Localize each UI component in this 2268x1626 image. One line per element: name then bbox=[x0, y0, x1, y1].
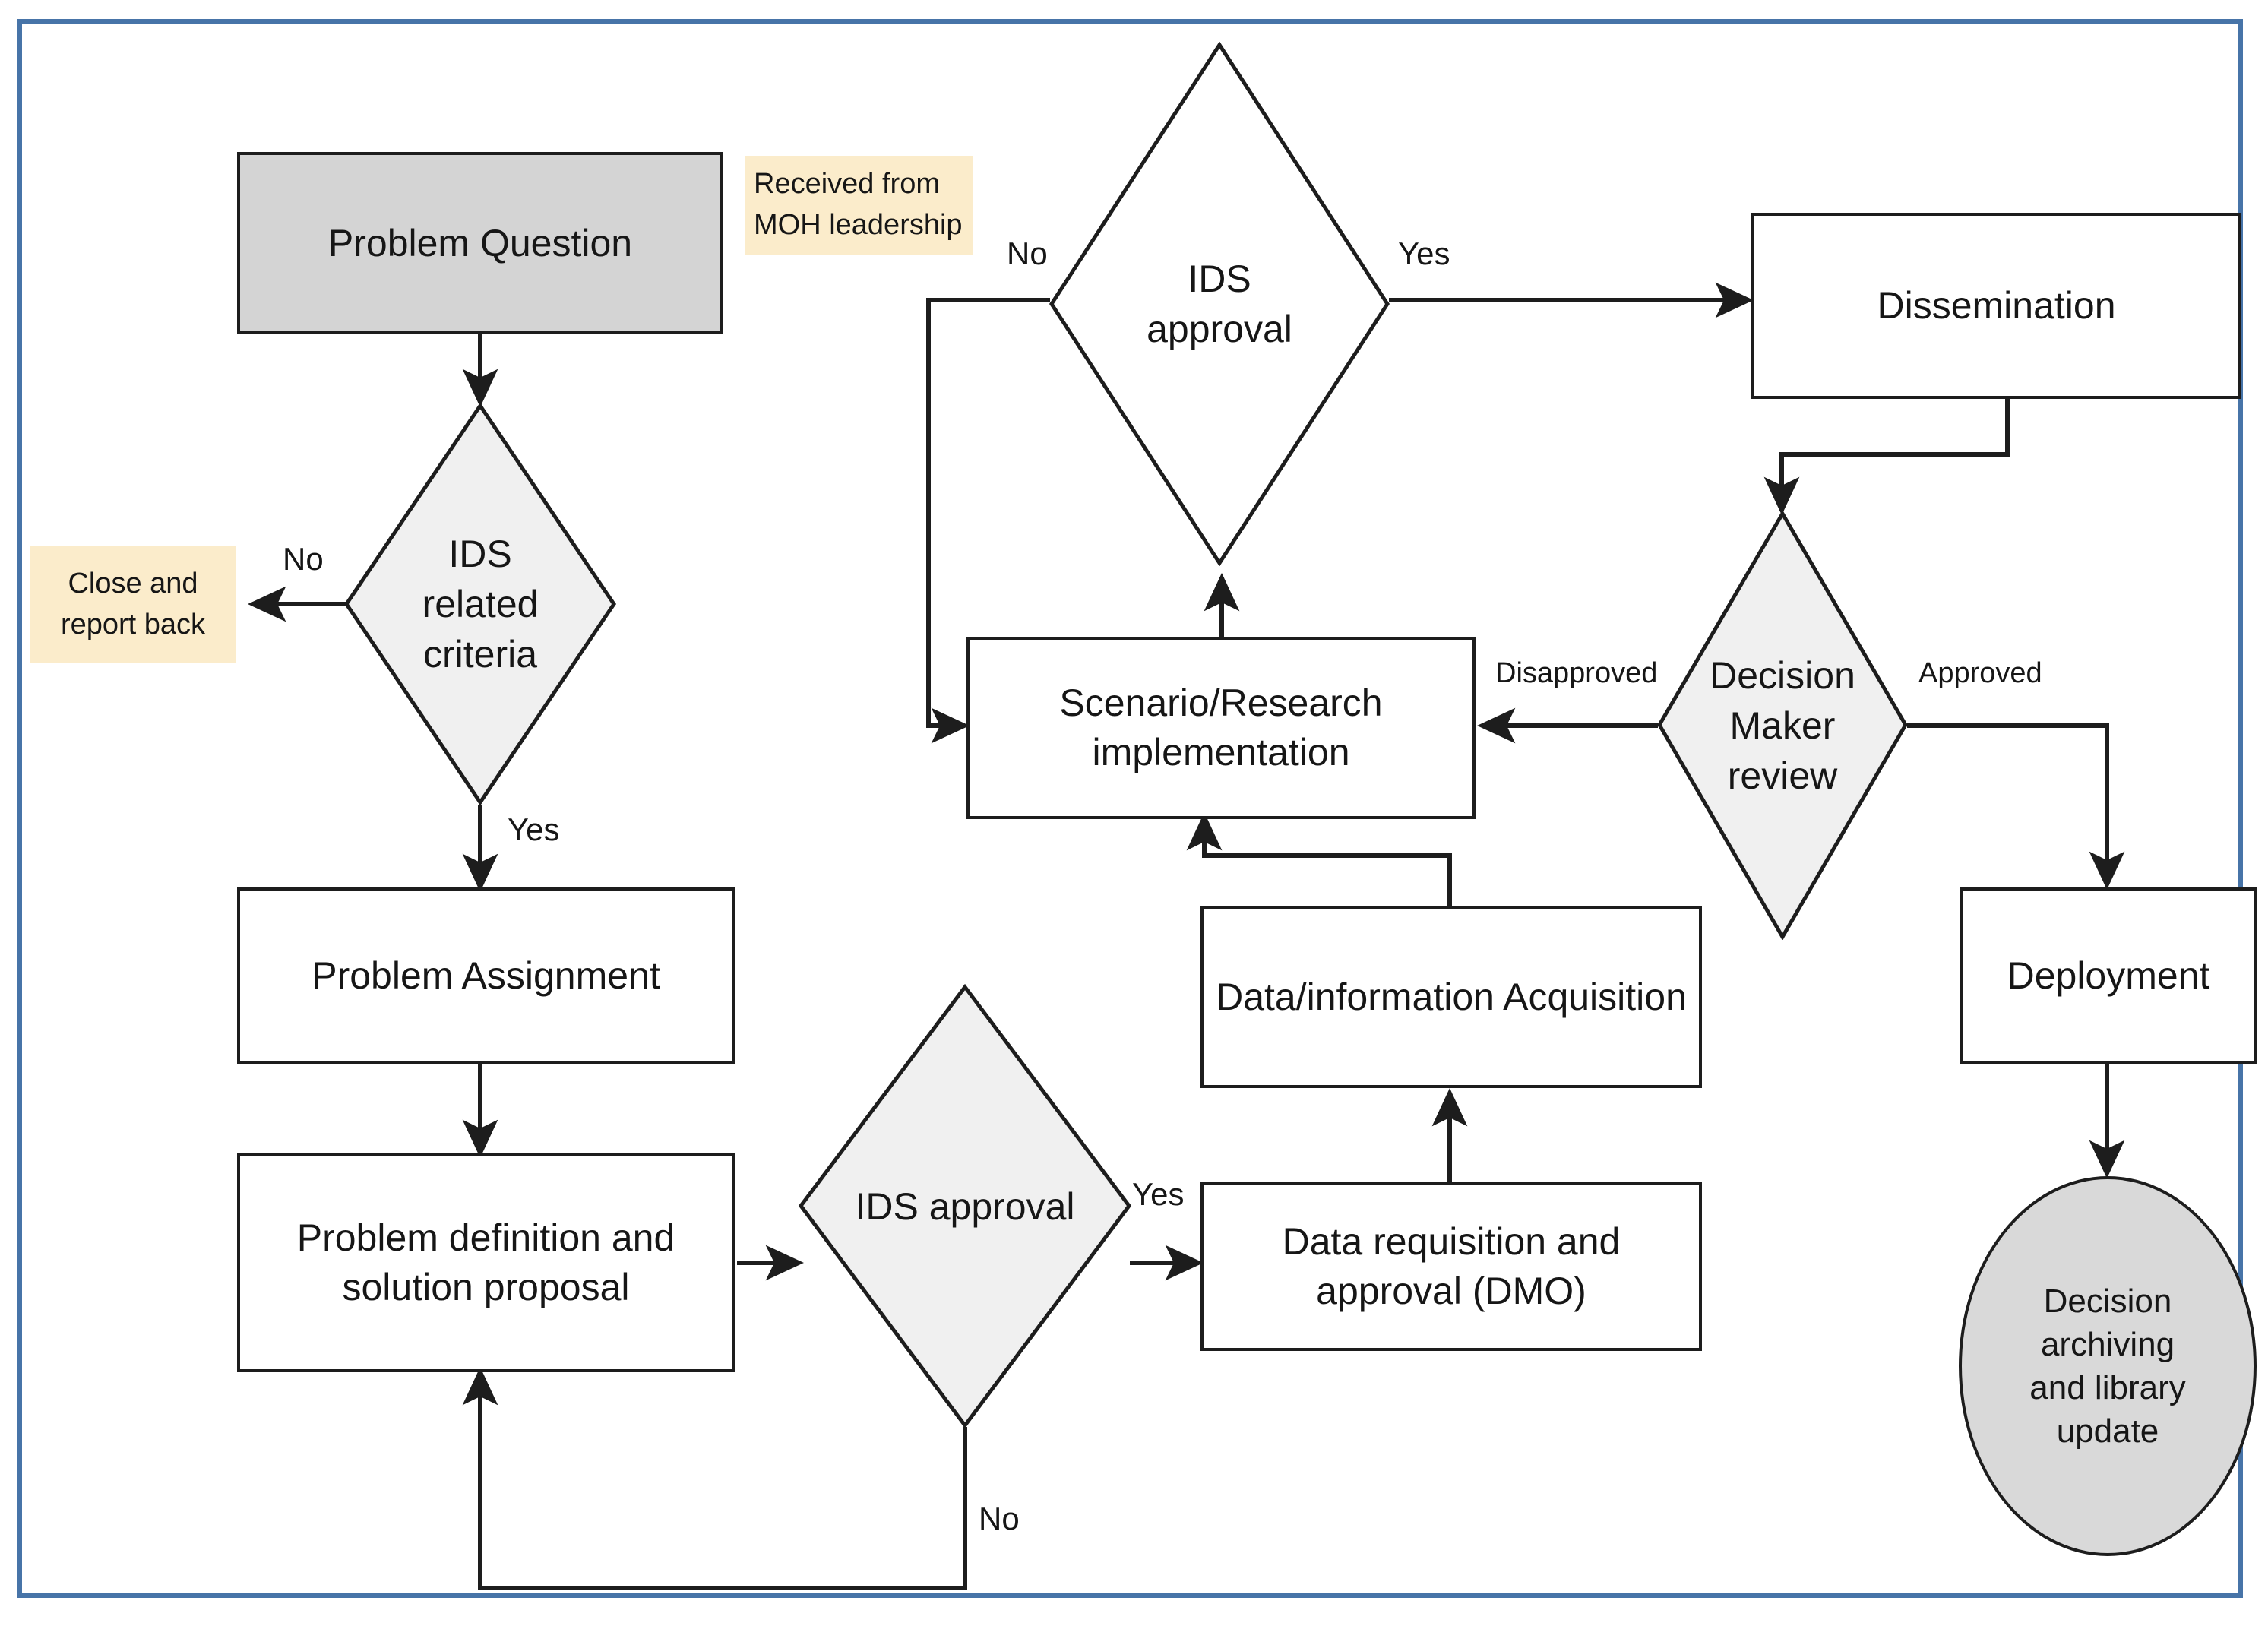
node-archiving-line-1: Decision bbox=[2043, 1282, 2172, 1320]
node-decision-maker-review[interactable]: Decision Maker review bbox=[1656, 511, 1909, 940]
node-archiving-line-3: and library bbox=[2029, 1369, 2186, 1406]
review-line-3: review bbox=[1727, 754, 1838, 797]
node-deployment[interactable]: Deployment bbox=[1960, 887, 2257, 1064]
criteria-line-3: criteria bbox=[422, 633, 538, 675]
node-archiving-line-4: update bbox=[2056, 1412, 2159, 1450]
node-ids-approval-lower[interactable]: IDS approval bbox=[798, 984, 1132, 1428]
upper-approval-line-1: IDS bbox=[1188, 258, 1251, 300]
edge-label-upper-approval-yes: Yes bbox=[1398, 236, 1450, 271]
node-archiving-line-2: archiving bbox=[2040, 1325, 2175, 1363]
node-data-requisition[interactable]: Data requisition and approval (DMO) bbox=[1200, 1182, 1702, 1351]
node-problem-definition[interactable]: Problem definition and solution proposal bbox=[237, 1153, 735, 1372]
review-line-1: Decision bbox=[1710, 653, 1855, 697]
review-line-2: Maker bbox=[1729, 704, 1836, 747]
node-ids-approval-lower-label: IDS approval bbox=[855, 1185, 1075, 1228]
node-problem-definition-line-1: Problem definition and bbox=[296, 1216, 675, 1259]
edge-label-criteria-yes: Yes bbox=[508, 811, 560, 847]
node-ids-approval-upper[interactable]: IDS approval bbox=[1049, 42, 1390, 566]
node-scenario-line-1: Scenario/Research bbox=[1059, 682, 1383, 724]
criteria-line-2: related bbox=[422, 583, 539, 625]
node-ids-related-criteria[interactable]: IDS related criteria bbox=[343, 403, 617, 805]
node-dissemination-label: Dissemination bbox=[1877, 284, 2116, 327]
node-decision-archiving[interactable]: Decision archiving and library update bbox=[1959, 1176, 2257, 1556]
node-problem-question-label: Problem Question bbox=[327, 221, 633, 264]
edge-label-lower-approval-yes: Yes bbox=[1132, 1176, 1185, 1212]
edge-label-review-disapproved: Disapproved bbox=[1495, 657, 1658, 689]
diamond-shape-ids-approval-lower bbox=[798, 984, 1132, 1428]
edge-label-lower-approval-no: No bbox=[979, 1501, 1020, 1536]
note-close-line-1: Close and bbox=[68, 567, 198, 599]
node-scenario-line-2: implementation bbox=[1092, 731, 1350, 773]
note-received-from-moh: Received from MOH leadership bbox=[745, 156, 973, 255]
edge-label-criteria-no: No bbox=[283, 541, 324, 577]
node-problem-assignment[interactable]: Problem Assignment bbox=[237, 887, 735, 1064]
node-data-requisition-line-2: approval (DMO) bbox=[1316, 1270, 1586, 1312]
node-problem-assignment-label: Problem Assignment bbox=[312, 954, 660, 997]
node-data-requisition-line-1: Data requisition and bbox=[1282, 1220, 1621, 1263]
node-problem-definition-line-2: solution proposal bbox=[342, 1266, 630, 1308]
upper-approval-line-2: approval bbox=[1147, 308, 1292, 350]
diamond-shape-criteria bbox=[343, 403, 617, 805]
node-ids-related-criteria-label: IDS related criteria bbox=[343, 403, 617, 805]
note-received-line-1: Received from bbox=[754, 168, 940, 201]
node-ids-approval-upper-label: IDS approval bbox=[1049, 42, 1390, 566]
edge-label-review-approved: Approved bbox=[1918, 657, 2042, 689]
diamond-shape-ids-approval-upper bbox=[1049, 42, 1390, 566]
node-data-acquisition-label: Data/information Acquisition bbox=[1216, 975, 1687, 1018]
criteria-line-1: IDS bbox=[448, 533, 512, 575]
note-close-line-2: report back bbox=[60, 608, 206, 641]
note-received-line-2: MOH leadership bbox=[754, 209, 963, 241]
node-data-acquisition[interactable]: Data/information Acquisition bbox=[1200, 906, 1702, 1088]
node-decision-maker-review-label: Decision Maker review bbox=[1656, 511, 1909, 940]
diamond-shape-decision-maker-review bbox=[1657, 511, 1908, 940]
node-deployment-label: Deployment bbox=[2007, 954, 2210, 997]
node-scenario-research[interactable]: Scenario/Research implementation bbox=[966, 637, 1476, 819]
edge-label-upper-approval-no: No bbox=[1007, 236, 1048, 271]
node-problem-question[interactable]: Problem Question bbox=[237, 152, 723, 334]
node-dissemination[interactable]: Dissemination bbox=[1751, 213, 2241, 399]
note-close-and-report-back: Close and report back bbox=[30, 546, 236, 663]
